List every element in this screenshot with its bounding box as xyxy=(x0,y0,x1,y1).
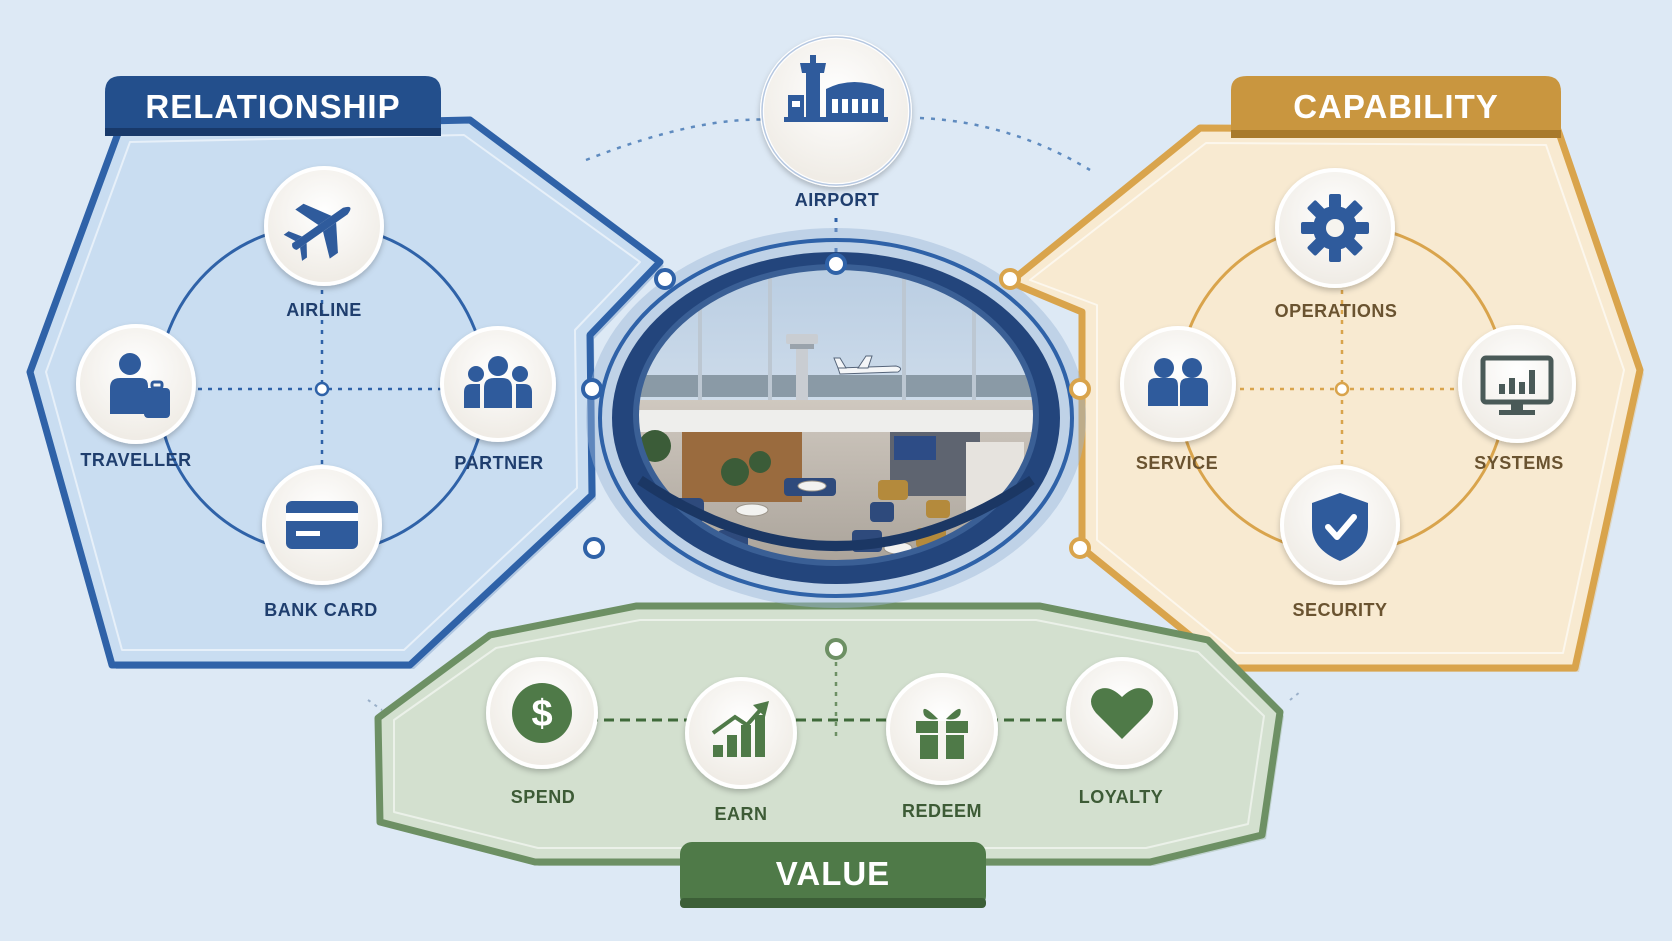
connector-nodes xyxy=(581,253,1091,660)
value-title: VALUE xyxy=(775,855,891,892)
gift-icon xyxy=(916,708,968,759)
loyalty-label: LOYALTY xyxy=(1078,787,1164,807)
bank-card-label: BANK CARD xyxy=(264,600,378,620)
shield-check-icon xyxy=(1312,493,1368,561)
relationship-banner xyxy=(105,76,441,136)
security-node[interactable] xyxy=(1280,465,1400,585)
systems-label: SYSTEMS xyxy=(1474,453,1564,473)
plane-in-window xyxy=(833,355,902,375)
operations-label: OPERATIONS xyxy=(1274,301,1398,321)
central-hub xyxy=(586,228,1086,608)
airport-label: AIRPORT xyxy=(794,190,880,210)
security-label: SECURITY xyxy=(1292,600,1388,620)
redeem-node[interactable] xyxy=(886,673,998,785)
partner-node[interactable] xyxy=(440,326,556,442)
airport-node[interactable] xyxy=(760,35,912,187)
airline-label: AIRLINE xyxy=(286,300,362,320)
earn-node[interactable] xyxy=(685,677,797,789)
service-label: SERVICE xyxy=(1135,453,1219,473)
capability-banner xyxy=(1231,76,1561,138)
traveller-luggage-icon xyxy=(110,353,170,418)
traveller-node[interactable] xyxy=(76,324,196,444)
airplane-icon xyxy=(283,203,351,261)
airline-node[interactable] xyxy=(264,166,384,286)
systems-node[interactable] xyxy=(1458,325,1576,443)
gear-icon xyxy=(1301,194,1369,262)
relationship-title: RELATIONSHIP xyxy=(145,88,401,125)
bank-card-node[interactable] xyxy=(262,465,382,585)
people-icon xyxy=(1148,358,1208,406)
heart-icon xyxy=(1091,688,1153,739)
service-node[interactable] xyxy=(1120,326,1236,442)
relationship-panel xyxy=(26,116,664,669)
traveller-label: TRAVELLER xyxy=(80,450,192,470)
spend-label: SPEND xyxy=(510,787,576,807)
svg-text:$: $ xyxy=(531,693,552,735)
airport-terminal-icon xyxy=(784,55,888,122)
bank-card-icon xyxy=(286,501,358,549)
operations-node[interactable] xyxy=(1275,168,1395,288)
growth-chart-icon xyxy=(711,701,769,757)
monitor-chart-icon xyxy=(1480,355,1554,415)
spend-node[interactable]: $ xyxy=(486,657,598,769)
value-banner xyxy=(680,842,986,908)
value-panel xyxy=(374,602,1284,866)
dollar-icon: $ xyxy=(512,683,572,743)
redeem-label: REDEEM xyxy=(901,801,983,821)
earn-label: EARN xyxy=(714,804,768,824)
partner-group-icon xyxy=(464,356,532,408)
capability-title: CAPABILITY xyxy=(1293,88,1499,125)
loyalty-node[interactable] xyxy=(1066,657,1178,769)
partner-label: PARTNER xyxy=(454,453,544,473)
